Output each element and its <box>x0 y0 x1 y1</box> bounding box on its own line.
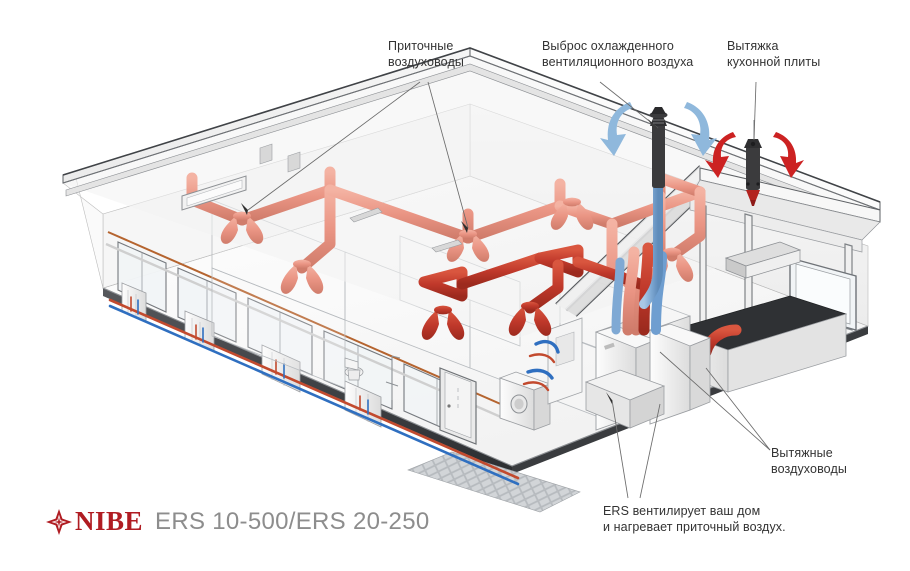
ceiling-grille <box>181 175 247 211</box>
callout-leader-lines <box>247 81 771 499</box>
paving-path <box>407 451 581 513</box>
nibe-wordmark: NIBE <box>75 506 144 536</box>
exhaust-air-arrows <box>600 102 717 156</box>
brand-bar: NIBE ERS 10-500/ERS 20-250 <box>46 508 430 535</box>
kitchen-hood-arrows <box>705 132 804 178</box>
callout-exhaust-discharge: Выброс охлажденного вентиляционного возд… <box>542 39 694 69</box>
bathroom-zone <box>344 355 552 445</box>
callout-supply-ducts: Приточные воздуховоды <box>388 39 464 69</box>
model-name: ERS 10-500/ERS 20-250 <box>155 508 430 535</box>
leader-arrowheads <box>241 203 612 404</box>
toilet-icon <box>344 357 364 381</box>
technical-room-equipment <box>522 317 583 405</box>
supply-diffusers <box>220 197 694 294</box>
nibe-logo: NIBE <box>46 508 143 535</box>
extract-diffusers <box>421 301 552 340</box>
heating-pipes <box>108 296 520 486</box>
callout-kitchen-hood: Вытяжка кухонной плиты <box>727 39 821 69</box>
callout-ers-note: ERS вентилирует ваш дом и нагревает прит… <box>603 504 786 534</box>
ers-units <box>584 315 712 431</box>
callout-extract-ducts: Вытяжные воздуховоды <box>771 446 847 476</box>
kitchen-hood-stack <box>744 120 762 206</box>
washing-machine <box>498 371 552 431</box>
nibe-star-icon <box>46 508 72 535</box>
exhaust-air-stack <box>639 107 668 309</box>
kitchen-counter <box>670 241 848 393</box>
ceiling-fixtures <box>259 143 463 253</box>
